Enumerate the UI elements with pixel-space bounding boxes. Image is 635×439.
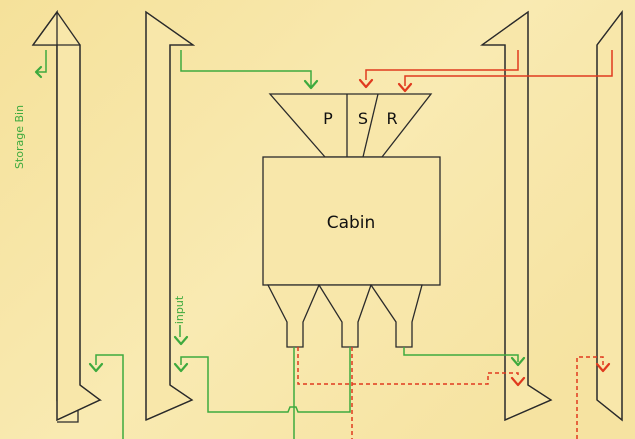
hopper-label-p: P [323,109,333,128]
storage-bin-label: Storage Bin [13,105,26,169]
elevator-3-outline [481,10,553,421]
arrow-s-red-icon [358,78,374,89]
arrow-elevator2-green-icon [173,362,189,373]
arrow-elevator4-red-icon [595,362,611,373]
arrow-elevator3-green-icon [510,356,526,367]
hopper-label-r: R [386,109,397,128]
arrow-elevator3-red-icon [510,376,526,387]
flow-outlet2-loop [180,347,351,413]
elevator-2-outline [145,10,196,421]
flow-outlet3-to-elevator3 [403,347,519,362]
elevator-1-outline [32,10,102,422]
hopper-divider-2 [362,93,379,158]
outlet-funnel-3 [369,284,423,348]
arrow-elevator2-input-icon [173,335,189,346]
elevator-4-shaft [596,10,623,422]
flow-elevator2-to-hopper [180,50,312,88]
flow-dashed-elevator4 [576,356,604,439]
arrow-r-red-icon [397,82,413,93]
cabin-box [262,156,441,286]
arrow-hopper-green-icon [303,79,319,90]
input-label: input [173,295,186,324]
flow-outlet1-dashed [297,347,519,385]
flow-elevator1-feed [95,354,124,439]
cabin-label: Cabin [327,213,376,233]
flow-elevator4-to-r [404,50,613,86]
flow-elevator3-to-s [365,50,519,80]
arrow-elevator1-green-icon [88,362,104,373]
arrow-storage-bin-icon [34,65,43,79]
flow-storage-bin [36,50,47,73]
elevator-4-outline [596,10,623,422]
hopper-label-s: S [358,109,368,128]
